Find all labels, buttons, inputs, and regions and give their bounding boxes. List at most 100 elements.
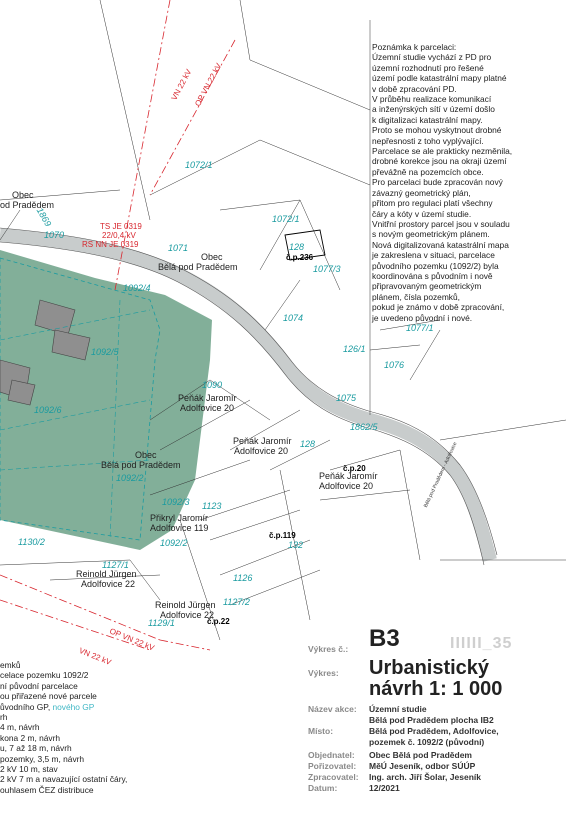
sheet-number: B3 (369, 625, 400, 652)
note-line: v době zpracování PD. (372, 83, 457, 94)
note-line: Proto se mohou vyskytnout drobné (372, 125, 502, 136)
road-edge-2 (0, 241, 485, 566)
parcel-label: 1072/1 (185, 160, 213, 170)
note-line: a inženýrských sítí v území došlo (372, 104, 495, 115)
legend-line: ní původní parcelace (0, 680, 78, 691)
parcel-label: 128 (289, 242, 305, 252)
drawing-label: Výkres: (308, 668, 339, 678)
place-label: Místo: (308, 726, 334, 736)
parcel-label: 1077/1 (406, 323, 434, 333)
owner-label: Adolfovice 20 (180, 403, 235, 413)
note-line: původního pozemku (1092/2) byla (372, 260, 499, 271)
owner-label: Bělá pod Pradědem (158, 262, 238, 272)
legend: emků celace pozemku 1092/2 ní původní pa… (0, 660, 180, 795)
owner-label: Reinold Jürgen (155, 600, 216, 610)
legend-line: kona 2 m, návrh (0, 732, 61, 743)
drawing-title: Urbanistický návrh 1: 1 000 (369, 658, 502, 700)
parcel-label: 1092/2 (160, 538, 188, 548)
date-label: Datum: (308, 783, 338, 793)
note-line: nepřesnosti z toho vyplývající. (372, 135, 484, 146)
owner-label: Adolfovice 20 (319, 481, 374, 491)
place-line: Bělá pod Pradědem, Adolfovice, (369, 726, 499, 736)
legend-line: emků (0, 660, 21, 670)
legend-line: 4 m, návrh (0, 722, 40, 733)
note-line: Poznámka k parcelaci: (372, 42, 457, 52)
powerline-label: 22/0,4 kV (102, 231, 136, 240)
parcel-label: 1092/2 (116, 473, 144, 483)
parcel-label: 1092/4 (123, 283, 151, 293)
drawing-title-line: Urbanistický (369, 657, 490, 679)
note-line: Nová digitalizovaná katastrální mapa (372, 239, 509, 250)
note-line: pokud je známo v době zpracování, (372, 302, 505, 313)
parcel-label: 1074 (283, 313, 304, 323)
owner-label: Peňák Jaromír (178, 393, 237, 403)
place-line: pozemek č. 1092/2 (původní) (369, 736, 485, 747)
project-line: Územní studie (369, 704, 427, 714)
project-label: Název akce: (308, 704, 357, 714)
parcel-128-plot (284, 229, 326, 261)
power-lines (0, 0, 236, 651)
note-line: čáry a kóty v území studie. (372, 208, 472, 219)
parcel-label: 1075 (336, 393, 357, 403)
owner-label: Obec (201, 252, 223, 262)
legend-gp-line: ůvodního GP, nového GP (0, 702, 180, 712)
owner-label: Adolfovice 22 (160, 610, 215, 620)
note-line: Pro parcelaci bude zpracován nový (372, 177, 503, 188)
note-line: přitom pro regulaci platí všechny (372, 198, 493, 209)
parcel-label: 1092/3 (162, 497, 190, 507)
main-road (0, 228, 497, 562)
client-value: Obec Bělá pod Pradědem (369, 750, 472, 760)
parcelation-note: Poznámka k parcelaci: Územní studie vych… (372, 42, 552, 323)
note-line: územní rozhodnutí pro řešené (372, 62, 484, 73)
legend-line: pozemky, 3,5 m, návrh (0, 753, 85, 764)
note-line: je uvedeno původní i nové. (372, 312, 473, 323)
owner-label: Peňák Jaromír (319, 471, 378, 481)
sheet-no-label: Výkres č.: (308, 644, 349, 654)
legend-line: 2 kV 7 m a navazující ostatní čáry, (0, 774, 128, 785)
parcel-label: 128 (300, 439, 316, 449)
green-area-dashed-outline (0, 257, 161, 541)
powerline-label: TS JE 0319 (100, 222, 142, 231)
procurer-label: Pořizovatel: (308, 761, 357, 771)
parcel-label: 1072/1 (272, 214, 300, 224)
parcel-label: 1127/2 (223, 597, 250, 607)
house-number: č.p.22 (207, 617, 230, 626)
note-line: území podle katastrální mapy platné (372, 73, 507, 84)
author-label: Zpracovatel: (308, 772, 359, 782)
client-label: Objednatel: (308, 750, 355, 760)
powerline-label: RS NN JE 0319 (82, 240, 139, 249)
note-line: Parcelace se ale prakticky nezměnila, (372, 146, 513, 157)
house-number: č.p.119 (269, 531, 296, 540)
note-line: připravovaným geometrickým (372, 281, 482, 292)
legend-line: ou přiřazené nové parcele (0, 691, 97, 702)
parcel-label: 1076 (384, 360, 405, 370)
legend-gp-original: ůvodního GP (0, 701, 48, 712)
buildings (0, 299, 91, 406)
parcel-label: 1126 (233, 573, 253, 583)
owner-label: Adolfovice 119 (150, 523, 209, 533)
project-line: Bělá pod Pradědem plocha IB2 (369, 714, 494, 725)
legend-line: u, 7 až 18 m, návrh (0, 743, 72, 754)
parcel-label: 1130/2 (18, 537, 45, 547)
note-line: Vnitřní prostory parcel jsou v souladu (372, 218, 510, 229)
legend-line: celace pozemku 1092/2 (0, 670, 89, 681)
note-line: s novým geometrickým plánem. (372, 229, 490, 240)
project-value: Územní studie Bělá pod Pradědem plocha I… (369, 704, 494, 725)
owner-label: od Pradědem (0, 200, 55, 210)
owner-label: Peňák Jaromír (233, 436, 292, 446)
new-parcel-lines (0, 299, 151, 541)
road-edge (0, 227, 498, 556)
legend-line: rh (0, 712, 8, 723)
parcel-label: 1090 (202, 380, 223, 390)
note-line: V průběhu realizace komunikací (372, 94, 492, 105)
parcel-label: 1092/5 (91, 347, 119, 357)
date-value: 12/2021 (369, 783, 400, 793)
owner-label: Bělá pod Pradědem (101, 460, 181, 470)
parcel-label: 132 (288, 540, 304, 550)
sheet-code: IIIIII_35 (450, 635, 513, 652)
owner-label: Obec (12, 190, 34, 200)
house-number: č.p.236 (286, 253, 314, 262)
owner-label: Adolfovice 22 (81, 579, 136, 589)
parcel-label: 126/1 (343, 344, 366, 354)
